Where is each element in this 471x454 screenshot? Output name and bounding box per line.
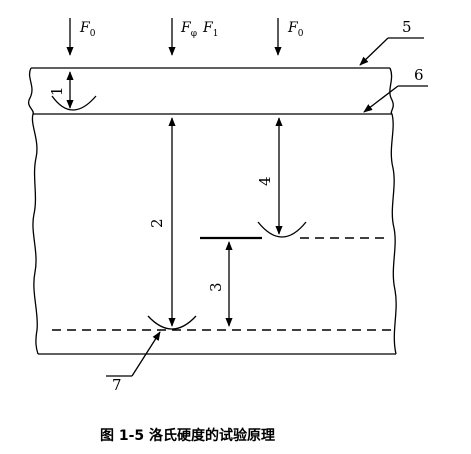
label-7: 7	[112, 376, 122, 394]
force-label-right: F0	[287, 20, 304, 39]
label-4: 4	[256, 176, 274, 186]
label-5: 5	[402, 18, 412, 36]
figure-caption: 图 1-5 洛氏硬度的试验原理	[100, 427, 275, 444]
label-3: 3	[207, 282, 225, 292]
label-2: 2	[148, 218, 166, 228]
max-indent-arc	[147, 315, 197, 330]
left-break-line	[27, 67, 39, 355]
leader-5	[359, 37, 389, 66]
final-indent-arc	[257, 221, 307, 238]
leader-7	[131, 331, 161, 377]
leader-6	[363, 85, 399, 113]
force-label-left: F0	[79, 20, 96, 39]
preload-indent-arc	[51, 95, 97, 111]
label-6: 6	[414, 66, 424, 84]
label-1: 1	[48, 86, 66, 96]
right-break-line	[389, 67, 397, 355]
